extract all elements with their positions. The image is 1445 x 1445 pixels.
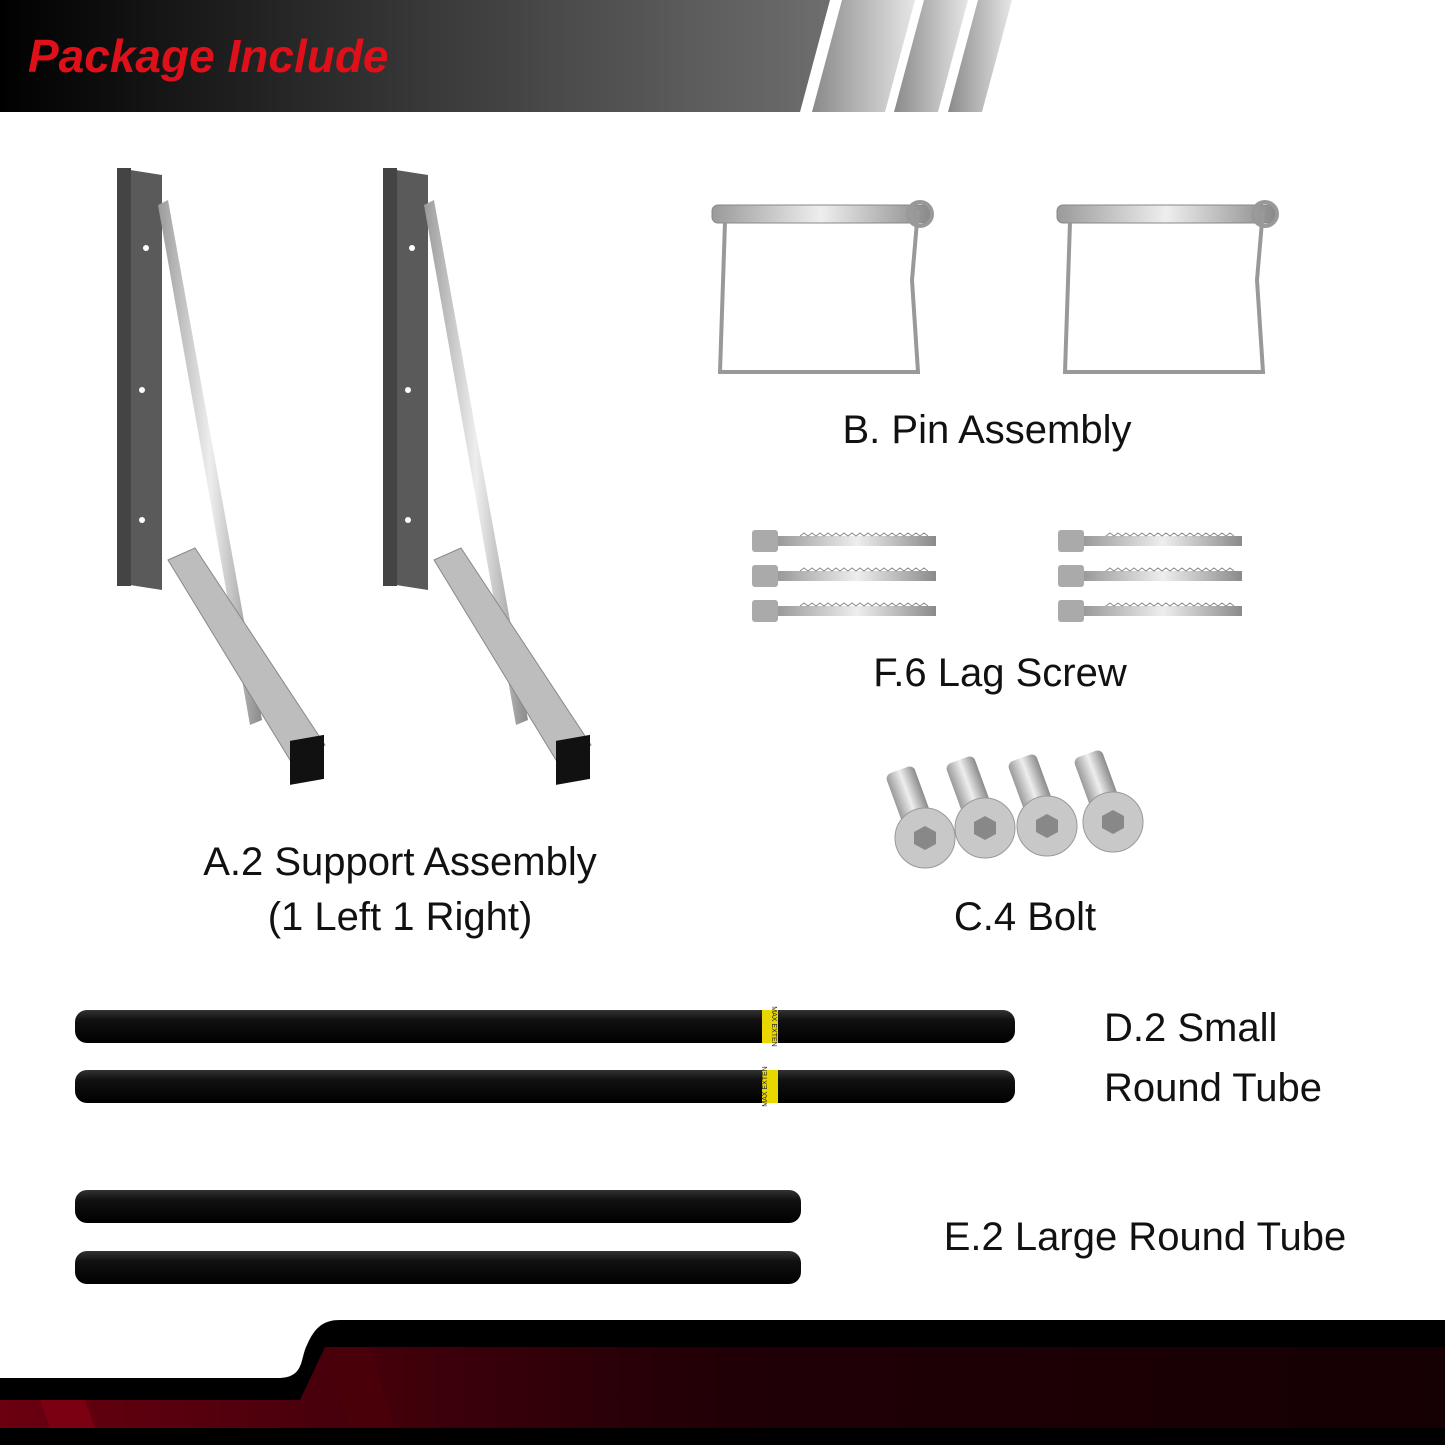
small-round-tube-image: MAX EXTEN MAX EXTEN <box>75 1006 1015 1107</box>
lag-screw-image <box>751 529 1243 623</box>
tube-tag <box>762 1010 778 1043</box>
tube-tag-text: MAX EXTEN <box>770 1006 777 1046</box>
support-assembly-label: A.2 Support Assembly <box>203 840 597 884</box>
bolt-label: C.4 Bolt <box>954 895 1096 939</box>
small-round-tube-sublabel: Round Tube <box>1104 1066 1322 1110</box>
header-title: Package Include <box>28 30 389 82</box>
large-round-tube-image <box>75 1190 801 1284</box>
pin-assembly-image <box>711 200 1279 374</box>
lag-screw-label: F.6 Lag Screw <box>873 651 1127 695</box>
support-assembly-image <box>117 167 592 786</box>
pin-assembly-label: B. Pin Assembly <box>842 408 1131 452</box>
support-assembly-sublabel: (1 Left 1 Right) <box>268 895 533 939</box>
tube-tag <box>762 1070 778 1103</box>
tube-tag-text: MAX EXTEN <box>762 1066 769 1106</box>
large-round-tube-label: E.2 Large Round Tube <box>944 1215 1347 1259</box>
header-banner: Package Include <box>0 0 1012 112</box>
bolt-image <box>886 748 1144 869</box>
small-round-tube-label: D.2 Small <box>1104 1006 1277 1050</box>
footer-band <box>0 1320 1445 1445</box>
